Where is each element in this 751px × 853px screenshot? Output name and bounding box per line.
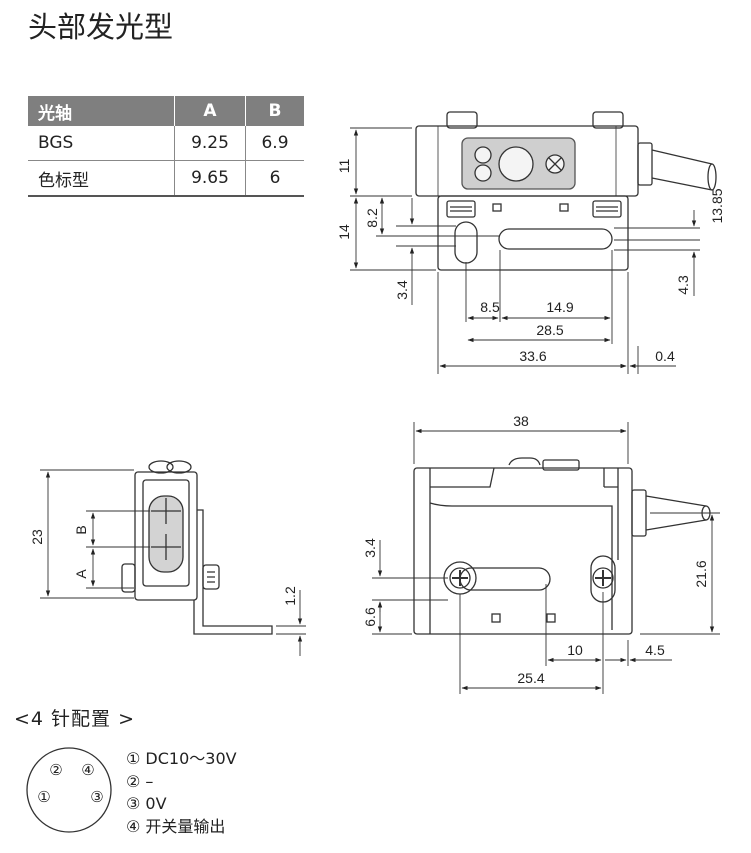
pin-config-heading: <4 针配置 > [14, 708, 136, 730]
top-view-labels: 11 14 8.2 3.4 8.5 14.9 28.5 33.6 0.4 13.… [336, 159, 725, 364]
optical-axis-table: 光轴 A B BGS 9.25 6.9 色标型 9.65 6 [28, 96, 304, 197]
front-view-drawing [413, 457, 711, 635]
dim-8-2: 8.2 [364, 208, 380, 228]
side-view-labels: 23 B A 1.2 [29, 525, 298, 605]
side-view-dimensions [40, 469, 306, 656]
dim-4-3: 4.3 [675, 275, 691, 295]
table-row: BGS 9.25 6.9 [28, 126, 304, 161]
dim-8-5: 8.5 [480, 299, 500, 315]
row-name: BGS [28, 126, 175, 161]
table-row: 色标型 9.65 6 [28, 160, 304, 197]
dim-6-6: 6.6 [362, 607, 378, 627]
dim-11: 11 [336, 159, 352, 174]
dim-b: B [73, 525, 89, 534]
dim-13-85: 13.85 [709, 188, 725, 223]
pin-2-marker: ② [49, 761, 62, 779]
dim-10: 10 [567, 642, 583, 658]
dim-21-6: 21.6 [693, 560, 709, 587]
dim-14-9: 14.9 [546, 299, 573, 315]
dim-3-4-top: 3.4 [394, 280, 410, 300]
pin-4-marker: ④ [81, 761, 94, 779]
side-view-drawing [121, 460, 273, 635]
row-value-b: 6 [245, 160, 304, 197]
pin-legend-item: ④ 开关量输出 [126, 816, 226, 836]
page-title: 头部发光型 [28, 10, 174, 44]
dim-4-5: 4.5 [645, 642, 665, 658]
dim-25-4: 25.4 [517, 670, 544, 686]
dim-28-5: 28.5 [536, 322, 563, 338]
pin-1-marker: ① [37, 788, 50, 806]
dim-23: 23 [29, 529, 45, 545]
top-view-dimensions [350, 127, 700, 374]
dim-33-6: 33.6 [519, 348, 546, 364]
table-header-row: 光轴 A B [28, 96, 304, 126]
dim-3-4-front: 3.4 [362, 538, 378, 558]
pin-legend-item: ② – [126, 771, 154, 791]
pin-3-marker: ③ [90, 788, 103, 806]
pin-legend: ① DC10～30V ② – ③ 0V ④ 开关量输出 [126, 748, 237, 838]
col-header-b: B [245, 96, 304, 126]
row-name: 色标型 [28, 160, 175, 197]
row-value-a: 9.65 [174, 160, 246, 197]
front-view-labels: 38 3.4 6.6 21.6 10 4.5 25.4 [362, 413, 709, 686]
pin-legend-item: ① DC10～30V [126, 749, 237, 768]
col-header-axis: 光轴 [28, 96, 175, 126]
pin-legend-item: ③ 0V [126, 794, 167, 813]
pin-connector-diagram: ② ④ ① ③ [26, 747, 112, 833]
dim-14: 14 [336, 224, 352, 240]
dim-38: 38 [513, 413, 529, 429]
row-value-b: 6.9 [245, 126, 304, 161]
col-header-a: A [174, 96, 246, 126]
dim-0-4: 0.4 [655, 348, 675, 364]
row-value-a: 9.25 [174, 126, 246, 161]
top-view-drawing [415, 111, 717, 271]
dim-a: A [73, 569, 89, 579]
front-view-dimensions [372, 422, 720, 694]
dim-1-2: 1.2 [282, 586, 298, 606]
